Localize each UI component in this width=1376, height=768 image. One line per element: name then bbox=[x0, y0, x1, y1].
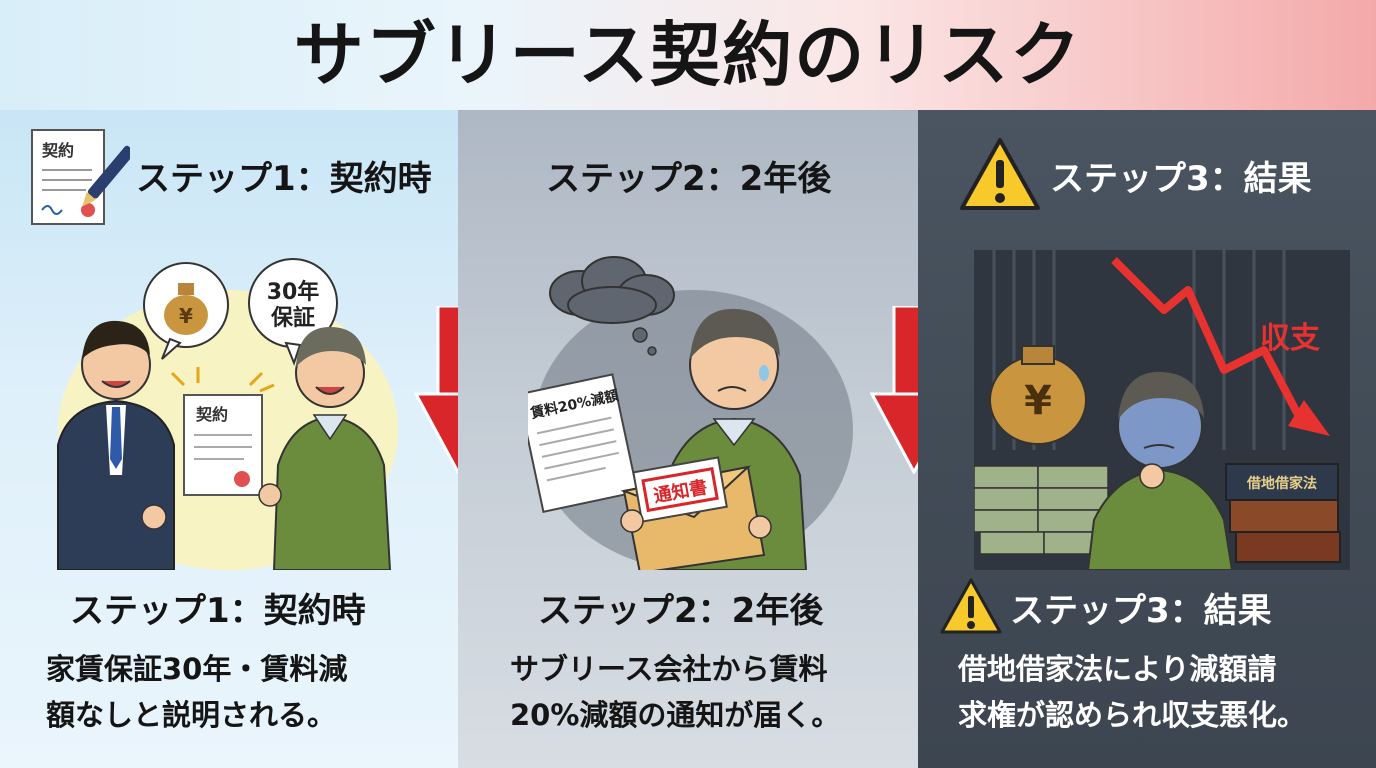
caption-line: 20%減額の通知が届く。 bbox=[510, 698, 841, 732]
step-2-panel: ステップ2：2年後 賃料20%減額 bbox=[458, 110, 958, 768]
rent-reduction-notice-illustration: 賃料20%減額 通知書 bbox=[528, 256, 853, 570]
svg-text:契約: 契約 bbox=[41, 141, 74, 160]
caption-line: 借地借家法により減額請 bbox=[958, 652, 1277, 686]
step-1-caption-title: ステップ1：契約時 bbox=[70, 591, 366, 631]
financial-decline-illustration: 収支 ¥ 借地借家法 bbox=[974, 250, 1350, 570]
step-1-caption-text: 家賃保証30年・賃料減 額なしと説明される。 bbox=[46, 646, 436, 738]
warning-icon bbox=[940, 578, 1002, 634]
contract-signing-illustration: ¥ 30年 保証 契約 bbox=[57, 258, 398, 570]
title-banner: サブリース契約のリスク bbox=[0, 0, 1376, 110]
caption-line: 家賃保証30年・賃料減 bbox=[46, 652, 348, 686]
step-3-caption-text: 借地借家法により減額請 求権が認められ収支悪化。 bbox=[958, 646, 1368, 738]
step-2-heading: ステップ2：2年後 bbox=[546, 159, 832, 199]
warning-icon bbox=[960, 138, 1040, 210]
caption-line: サブリース会社から賃料 bbox=[510, 652, 828, 686]
page-title: サブリース契約のリスク bbox=[293, 14, 1083, 96]
step-2-caption-title: ステップ2：2年後 bbox=[538, 591, 824, 631]
step-1-panel: 契約 ステップ1：契約時 ¥ 30年 保証 bbox=[0, 110, 502, 768]
step-3-panel: ステップ3：結果 収支 ¥ bbox=[918, 110, 1376, 768]
bag-yen-text: ¥ bbox=[1024, 378, 1052, 424]
step-3-heading: ステップ3：結果 bbox=[1050, 159, 1312, 199]
document-label: 契約 bbox=[195, 405, 228, 424]
caption-line: 額なしと説明される。 bbox=[46, 698, 337, 732]
chart-label: 収支 bbox=[1260, 321, 1320, 356]
contract-pen-icon: 契約 bbox=[31, 129, 130, 225]
step-2-caption-text: サブリース会社から賃料 20%減額の通知が届く。 bbox=[510, 646, 910, 738]
step-1-heading: ステップ1：契約時 bbox=[136, 159, 432, 199]
caption-line: 求権が認められ収支悪化。 bbox=[958, 698, 1307, 732]
bubble-yen-text: ¥ bbox=[179, 304, 193, 328]
bubble-guarantee-line1: 30年 bbox=[267, 279, 320, 305]
bubble-guarantee-line2: 保証 bbox=[270, 305, 315, 331]
book-label: 借地借家法 bbox=[1246, 475, 1317, 492]
step-3-caption-title: ステップ3：結果 bbox=[1010, 591, 1272, 631]
